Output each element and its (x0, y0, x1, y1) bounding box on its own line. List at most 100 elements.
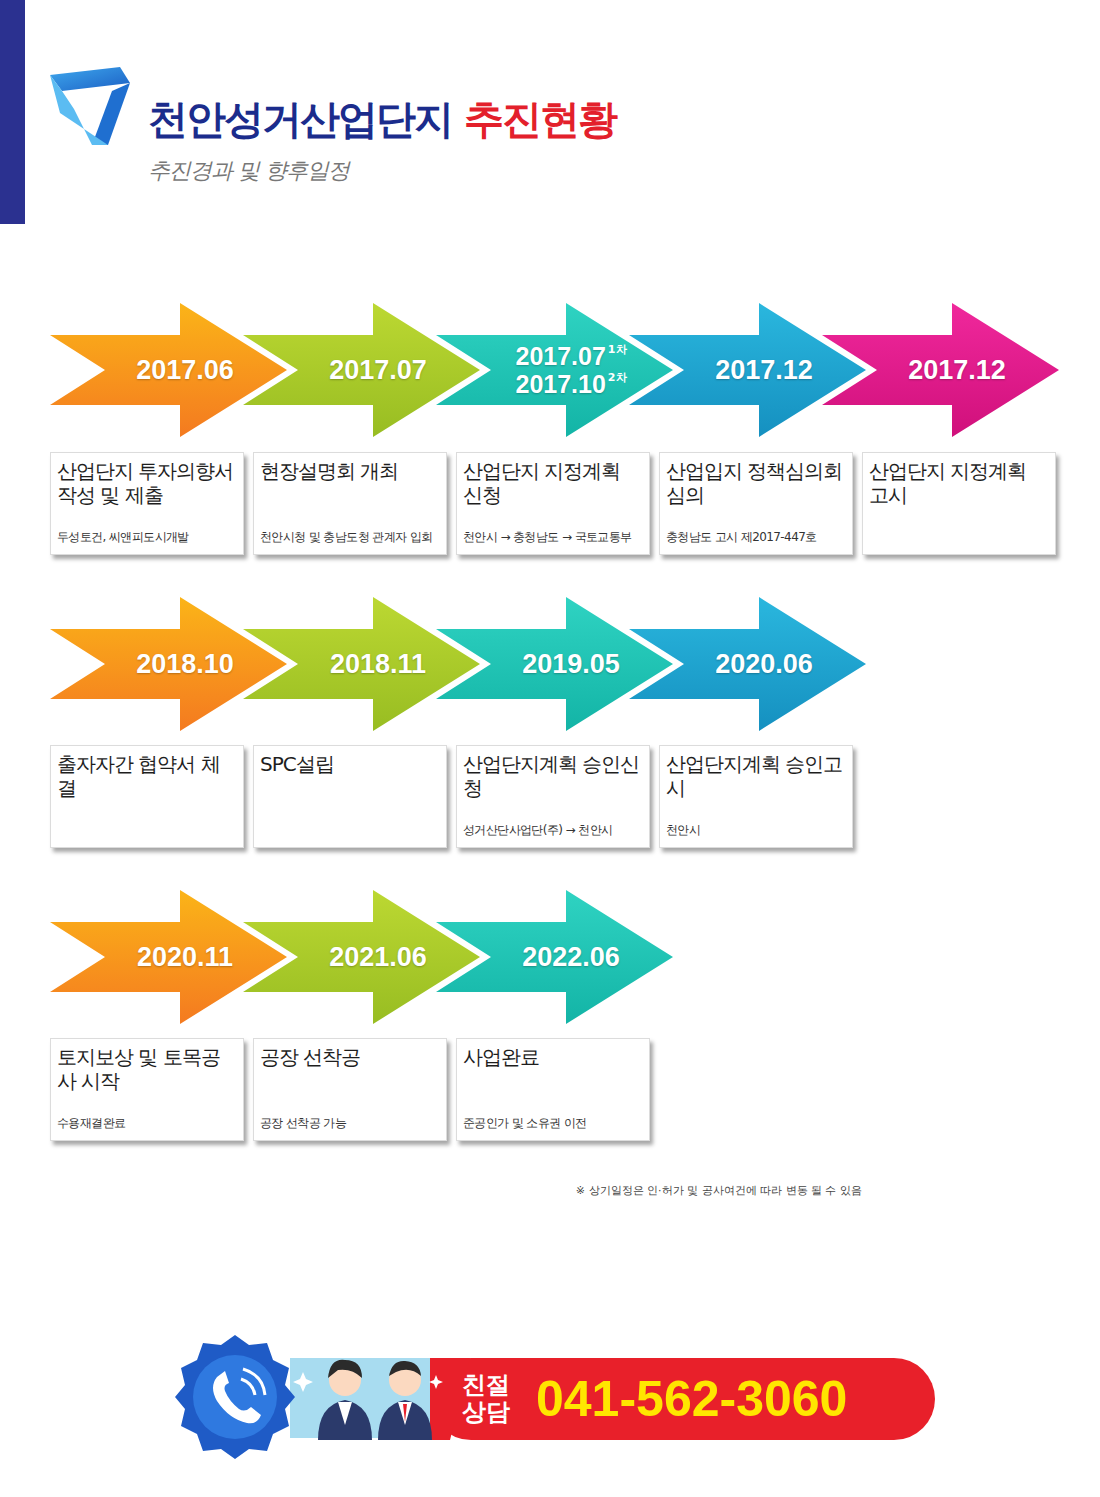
step-card: 산업단지계획 승인신청성거산단사업단(주) → 천안시 (456, 745, 650, 848)
step-note: 충청남도 고시 제2017-447호 (666, 523, 846, 546)
date-group: 2017.12 (872, 303, 1042, 437)
step-title: 산업단지 지정계획 신청 (463, 459, 643, 507)
date-line: 2017.071차 (515, 342, 626, 370)
date-arrow: 2017.071차2017.102차 (436, 303, 673, 437)
step-note: 천안시 (666, 816, 846, 839)
arrow-fill (50, 597, 287, 731)
round-tag: 1차 (608, 343, 627, 356)
step-card: 출자자간 협약서 체결 (50, 745, 244, 848)
step-note: 공장 선착공 가능 (260, 1109, 440, 1132)
date-group: 2017.071차2017.102차 (486, 303, 656, 437)
date-arrow: 2018.11 (243, 597, 480, 731)
date-arrow: 2019.05 (436, 597, 673, 731)
date-text: 2018.10 (136, 649, 234, 679)
arrow-fill (50, 303, 287, 437)
date-group: 2018.10 (100, 597, 270, 731)
step-title: 사업완료 (463, 1045, 643, 1069)
date-group: 2017.06 (100, 303, 270, 437)
step-card: 현장설명회 개최천안시청 및 충남도청 관계자 입회 (253, 452, 447, 555)
date-group: 2019.05 (486, 597, 656, 731)
date-line: 2017.07 (329, 355, 427, 386)
phone-badge (175, 1335, 295, 1459)
arrow-fill (243, 597, 480, 731)
step-title: 산업단지 지정계획 고시 (869, 459, 1049, 507)
date-group: 2018.11 (293, 597, 463, 731)
page-caption: 추진경과 및 향후일정 (148, 156, 349, 186)
phone-banner: 친절 상담 041-562-3060 (430, 1358, 935, 1440)
date-text: 2020.11 (137, 942, 233, 972)
arrow-fill (243, 890, 480, 1024)
banner-pill (430, 1358, 935, 1440)
date-line: 2021.06 (329, 942, 427, 973)
date-line: 2017.102차 (515, 370, 626, 398)
arrow-fill (243, 303, 480, 437)
arrow-fill (436, 597, 673, 731)
date-text: 2017.10 (515, 370, 605, 398)
step-title: 산업단지 투자의향서 작성 및 제출 (57, 459, 237, 507)
date-text: 2017.07 (515, 342, 605, 370)
step-title: SPC설립 (260, 752, 440, 776)
date-arrow: 2021.06 (243, 890, 480, 1024)
date-text: 2021.06 (329, 942, 427, 972)
step-card: 산업입지 정책심의회 심의충청남도 고시 제2017-447호 (659, 452, 853, 555)
step-note: 천안시 → 충청남도 → 국토교통부 (463, 523, 643, 546)
title-highlight: 추진현황 (464, 92, 616, 147)
date-text: 2022.06 (522, 942, 620, 972)
date-arrow: 2017.12 (822, 303, 1059, 437)
date-group: 2020.06 (679, 597, 849, 731)
arrow-fill (436, 303, 673, 437)
step-title: 산업입지 정책심의회 심의 (666, 459, 846, 507)
step-note: 준공인가 및 소유권 이전 (463, 1109, 643, 1132)
date-line: 2020.06 (715, 649, 813, 680)
date-arrow: 2020.06 (629, 597, 866, 731)
date-line: 2022.06 (522, 942, 620, 973)
date-line: 2017.12 (908, 355, 1006, 386)
step-note: 수용재결완료 (57, 1109, 237, 1132)
step-note: 천안시청 및 충남도청 관계자 입회 (260, 523, 440, 546)
date-text: 2017.12 (715, 355, 813, 385)
step-title: 출자자간 협약서 체결 (57, 752, 237, 800)
phone-number: 041-562-3060 (536, 1370, 847, 1428)
date-arrow: 2017.06 (50, 303, 287, 437)
date-text: 2020.06 (715, 649, 813, 679)
arrow-fill (822, 303, 1059, 437)
step-card: 산업단지 지정계획 신청천안시 → 충청남도 → 국토교통부 (456, 452, 650, 555)
date-arrow: 2018.10 (50, 597, 287, 731)
date-group: 2020.11 (100, 890, 270, 1024)
date-group: 2017.07 (293, 303, 463, 437)
step-note: 두성토건, 씨앤피도시개발 (57, 523, 237, 546)
footnote: ※ 상기일정은 인·허가 및 공사여건에 따라 변동 될 수 있음 (576, 1183, 862, 1198)
date-arrow: 2017.12 (629, 303, 866, 437)
date-line: 2018.10 (136, 649, 234, 680)
date-line: 2018.11 (330, 649, 426, 680)
arrow-fill (436, 890, 673, 1024)
date-text: 2017.06 (136, 355, 234, 385)
date-line: 2017.12 (715, 355, 813, 386)
staff-illustration (293, 1360, 443, 1440)
date-text: 2018.11 (330, 649, 426, 679)
arrow-fill (629, 597, 866, 731)
step-card: 사업완료준공인가 및 소유권 이전 (456, 1038, 650, 1141)
step-title: 산업단지계획 승인신청 (463, 752, 643, 800)
date-line: 2020.11 (137, 942, 233, 973)
arrow-fill (50, 890, 287, 1024)
step-card: 토지보상 및 토목공사 시작수용재결완료 (50, 1038, 244, 1141)
date-group: 2017.12 (679, 303, 849, 437)
date-line: 2017.06 (136, 355, 234, 386)
side-bar (0, 0, 25, 224)
date-group: 2021.06 (293, 890, 463, 1024)
consult-label: 친절 상담 (458, 1372, 514, 1426)
date-text: 2017.12 (908, 355, 1006, 385)
page-title: 천안성거산업단지 (148, 92, 452, 147)
step-title: 토지보상 및 토목공사 시작 (57, 1045, 237, 1093)
step-note: 성거산단사업단(주) → 천안시 (463, 816, 643, 839)
date-arrow: 2022.06 (436, 890, 673, 1024)
step-title: 현장설명회 개최 (260, 459, 440, 483)
step-card: 공장 선착공공장 선착공 가능 (253, 1038, 447, 1141)
date-group: 2022.06 (486, 890, 656, 1024)
date-arrow: 2017.07 (243, 303, 480, 437)
date-text: 2019.05 (522, 649, 620, 679)
round-tag: 2차 (608, 371, 627, 384)
logo (50, 67, 130, 145)
step-card: SPC설립 (253, 745, 447, 848)
